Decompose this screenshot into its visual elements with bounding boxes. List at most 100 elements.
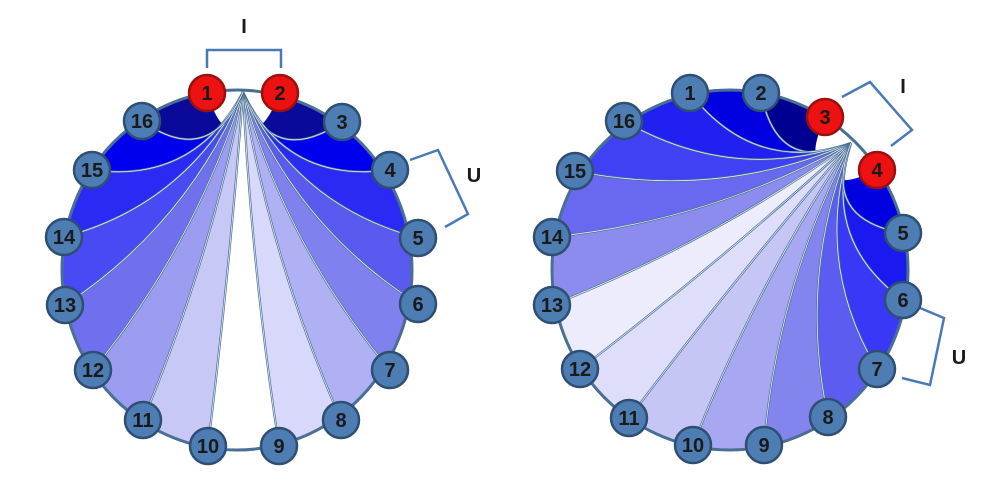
right-node-label: 11 [618, 408, 639, 430]
right-node-circle [532, 285, 572, 325]
right-connection-highlight [816, 142, 852, 418]
right-node-label: 7 [871, 359, 882, 381]
left-connection-highlight [242, 91, 391, 371]
left-node-5: 5 [398, 218, 438, 258]
right-node-circle [744, 425, 784, 465]
right-shaded-region [552, 143, 851, 384]
right-node-label: 15 [564, 161, 586, 183]
right-band-group [552, 90, 908, 450]
bracket-label-u-left: U [467, 165, 481, 187]
right-node-label: 9 [758, 435, 769, 457]
right-node-circle [808, 397, 848, 437]
left-shaded-region [243, 92, 412, 443]
right-shaded-region [613, 143, 851, 450]
left-node-label: 10 [197, 436, 219, 458]
bracket-label-i-left: I [241, 16, 247, 38]
right-circle-outline [550, 88, 910, 452]
right-node-8: 8 [808, 397, 848, 437]
right-connection-highlight [763, 142, 852, 446]
right-node-label: 2 [755, 83, 766, 105]
right-node-9: 9 [744, 425, 784, 465]
bracket-i-right [841, 80, 914, 147]
left-node-label: 11 [132, 410, 153, 432]
right-node-4: 4 [857, 150, 897, 190]
left-node-12: 12 [73, 350, 113, 390]
left-shaded-region [62, 92, 243, 385]
left-shaded-regions [62, 90, 412, 450]
right-connection-highlight [842, 142, 904, 301]
right-shaded-region [552, 143, 851, 311]
left-node-circle [370, 150, 410, 190]
left-node-circle [73, 350, 113, 390]
right-node-10: 10 [673, 425, 713, 465]
right-node-label: 3 [819, 107, 830, 129]
right-node-circle [883, 280, 923, 320]
left-node-circle [398, 284, 438, 324]
left-node-1: 1 [187, 73, 227, 113]
left-shaded-region [243, 92, 357, 450]
left-node-circle [260, 73, 300, 113]
right-shaded-region [687, 143, 851, 450]
right-node-label: 16 [613, 111, 635, 133]
left-node-7: 7 [370, 350, 410, 390]
bracket-i-left [205, 48, 283, 68]
left-node-circle [370, 350, 410, 390]
right-node-11: 11 [609, 398, 649, 438]
left-connection-highlight [242, 91, 280, 447]
right-connection-highlight [692, 142, 852, 446]
left-node-8: 8 [321, 400, 361, 440]
right-connection-highlight [623, 120, 852, 160]
left-shaded-region [62, 92, 243, 237]
left-node-circle [398, 218, 438, 258]
right-node-label: 4 [871, 160, 883, 182]
right-node-circle [555, 151, 595, 191]
left-connection-highlight [64, 91, 244, 306]
right-node-circle [532, 217, 572, 257]
left-connection-highlight [92, 91, 244, 371]
left-shaded-region [71, 92, 244, 443]
left-connection-lines [63, 91, 419, 447]
left-node-label: 12 [82, 360, 104, 382]
right-node-label: 6 [897, 290, 908, 312]
right-connection-highlight [551, 142, 852, 238]
left-node-16: 16 [122, 101, 162, 141]
right-node-circle [883, 213, 923, 253]
left-node-label: 13 [54, 295, 76, 317]
left-shaded-region [243, 92, 412, 310]
left-node-13: 13 [45, 285, 85, 325]
right-node-16: 16 [604, 101, 644, 141]
right-node-circle [857, 150, 897, 190]
bracket-label-i-right: I [900, 76, 906, 98]
left-node-label: 16 [131, 111, 153, 133]
left-node-circle [321, 400, 361, 440]
left-node-10: 10 [188, 426, 228, 466]
right-shaded-region [608, 90, 851, 160]
bracket-u-left [409, 148, 470, 229]
left-node-label: 15 [81, 160, 103, 182]
left-shaded-region [243, 92, 412, 238]
left-node-circle [188, 426, 228, 466]
right-connection-highlight [551, 142, 852, 306]
right-node-15: 15 [555, 151, 595, 191]
right-node-circle [857, 349, 897, 389]
left-node-9: 9 [259, 426, 299, 466]
right-connection-highlight [579, 142, 852, 370]
right-node-circle [805, 97, 845, 137]
right-node-circle [609, 398, 649, 438]
left-connection-highlight [242, 91, 419, 239]
left-connection-highlight [242, 91, 342, 421]
right-node-label: 14 [541, 227, 564, 249]
right-node-circle [741, 73, 781, 113]
right-node-14: 14 [532, 217, 572, 257]
left-connection-highlight [207, 91, 244, 447]
right-node-7: 7 [857, 349, 897, 389]
left-node-circle [187, 73, 227, 113]
left-node-circle [322, 102, 362, 142]
right-shaded-region [761, 90, 851, 159]
left-node-label: 1 [201, 83, 212, 105]
left-node-circle [123, 400, 163, 440]
right-brackets: I U [841, 76, 966, 387]
